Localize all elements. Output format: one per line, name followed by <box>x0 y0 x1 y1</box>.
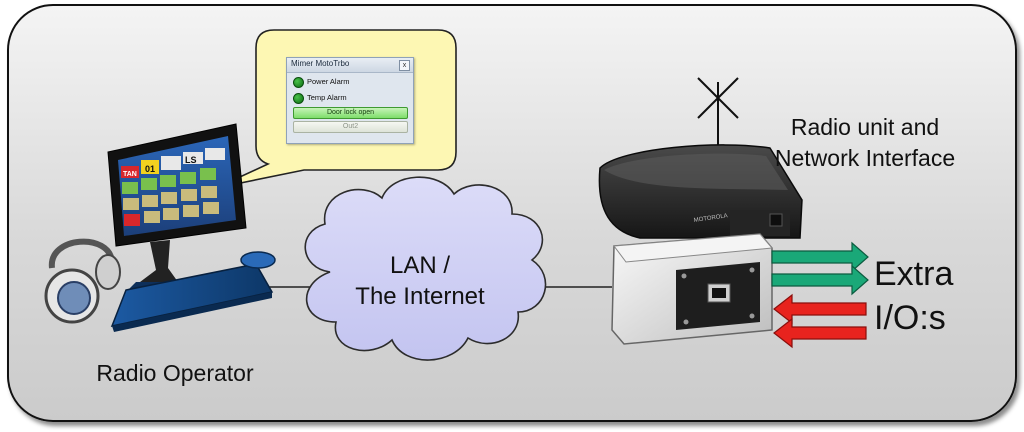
extra-io-label: Extra I/O:s <box>874 252 974 340</box>
screen-channel-01: 01 <box>145 164 155 174</box>
keyboard-icon <box>110 263 274 328</box>
window-title: Mimer MotoTrbo <box>291 59 350 68</box>
radio-unit-label-line1: Radio unit and <box>790 114 940 140</box>
temp-alarm-indicator-icon <box>293 93 304 104</box>
power-alarm-indicator-icon <box>293 77 304 88</box>
network-interface-box <box>611 233 774 345</box>
screen-channel-tan: TAN <box>123 171 137 178</box>
extra-io-label-line1: Extra <box>874 255 954 293</box>
radio-unit-label-line2: Network Interface <box>774 145 956 171</box>
mouse-icon <box>240 251 276 269</box>
alarm-row-power: Power Alarm <box>293 76 413 89</box>
out2-button[interactable]: Out2 <box>293 121 408 133</box>
cloud-shape <box>304 176 547 361</box>
radio-unit-label: Radio unit and Network Interface <box>740 112 990 174</box>
mimer-mototrbo-window: Mimer MotoTrbo x Power Alarm Temp Alarm … <box>286 57 414 144</box>
alarm-row-temp: Temp Alarm <box>293 92 413 105</box>
extra-io-label-line2: I/O:s <box>874 299 946 337</box>
input-arrow-2 <box>773 317 867 349</box>
close-icon[interactable]: x <box>399 60 410 71</box>
radio-brand-label: MOTOROLA <box>693 213 728 224</box>
power-alarm-label: Power Alarm <box>307 77 350 86</box>
output-arrow-2 <box>771 264 869 296</box>
antenna-icon <box>697 77 739 150</box>
cloud-label: LAN / The Internet <box>330 250 510 312</box>
radio-operator-label: Radio Operator <box>96 360 254 386</box>
door-lock-open-button[interactable]: Door lock open <box>293 107 408 119</box>
window-titlebar: Mimer MotoTrbo x <box>287 58 413 73</box>
operator-computer: TAN 01 LS <box>107 123 247 290</box>
headset-icon <box>44 238 121 324</box>
cloud-label-line1: LAN / <box>389 252 451 279</box>
temp-alarm-label: Temp Alarm <box>307 93 347 102</box>
radio-unit: MOTOROLA <box>598 144 803 239</box>
cloud-label-line2: The Internet <box>355 283 485 310</box>
input-arrow-1 <box>773 293 867 325</box>
screen-tiles <box>121 148 225 226</box>
screen-channel-ls: LS <box>185 155 197 165</box>
output-arrow-1 <box>771 241 869 273</box>
